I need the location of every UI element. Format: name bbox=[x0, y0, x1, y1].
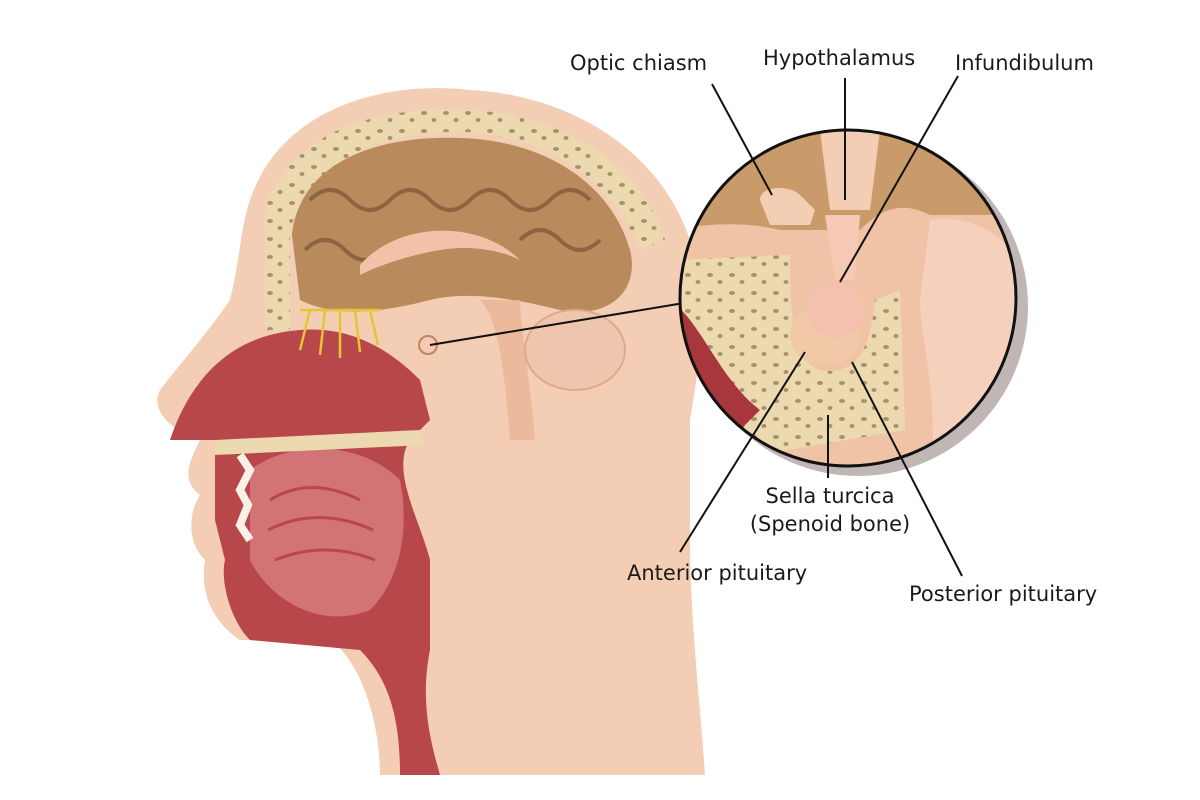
olfactory-nerves bbox=[298, 308, 380, 358]
posterior-pituitary-shape bbox=[807, 282, 863, 338]
palate-bone bbox=[215, 430, 425, 455]
label-hypothalamus: Hypothalamus bbox=[763, 46, 915, 70]
teeth bbox=[235, 452, 255, 543]
anterior-pituitary-leader bbox=[679, 351, 806, 553]
hypothalamus-region bbox=[820, 130, 880, 210]
corpus-callosum bbox=[360, 230, 520, 275]
optic-chiasm-leader bbox=[711, 83, 773, 196]
label-sphenoid-bone: (Spenoid bone) bbox=[750, 512, 910, 536]
label-sella-turcica: Sella turcica bbox=[766, 484, 895, 508]
pituitary-inset bbox=[678, 128, 1028, 476]
label-infundibulum: Infundibulum bbox=[955, 51, 1094, 75]
label-optic-chiasm: Optic chiasm bbox=[570, 51, 707, 75]
head-illustration bbox=[157, 88, 706, 775]
brainstem bbox=[480, 300, 535, 440]
label-posterior-pituitary: Posterior pituitary bbox=[909, 582, 1097, 606]
label-anterior-pituitary: Anterior pituitary bbox=[627, 561, 807, 585]
brain bbox=[292, 137, 632, 312]
cerebellum bbox=[524, 309, 626, 391]
zoom-pointer-line bbox=[429, 301, 691, 346]
optic-chiasm-shape bbox=[760, 188, 815, 225]
infundibulum-leader bbox=[839, 75, 959, 283]
posterior-pituitary-leader bbox=[851, 361, 963, 577]
pituitary-small bbox=[418, 335, 438, 355]
